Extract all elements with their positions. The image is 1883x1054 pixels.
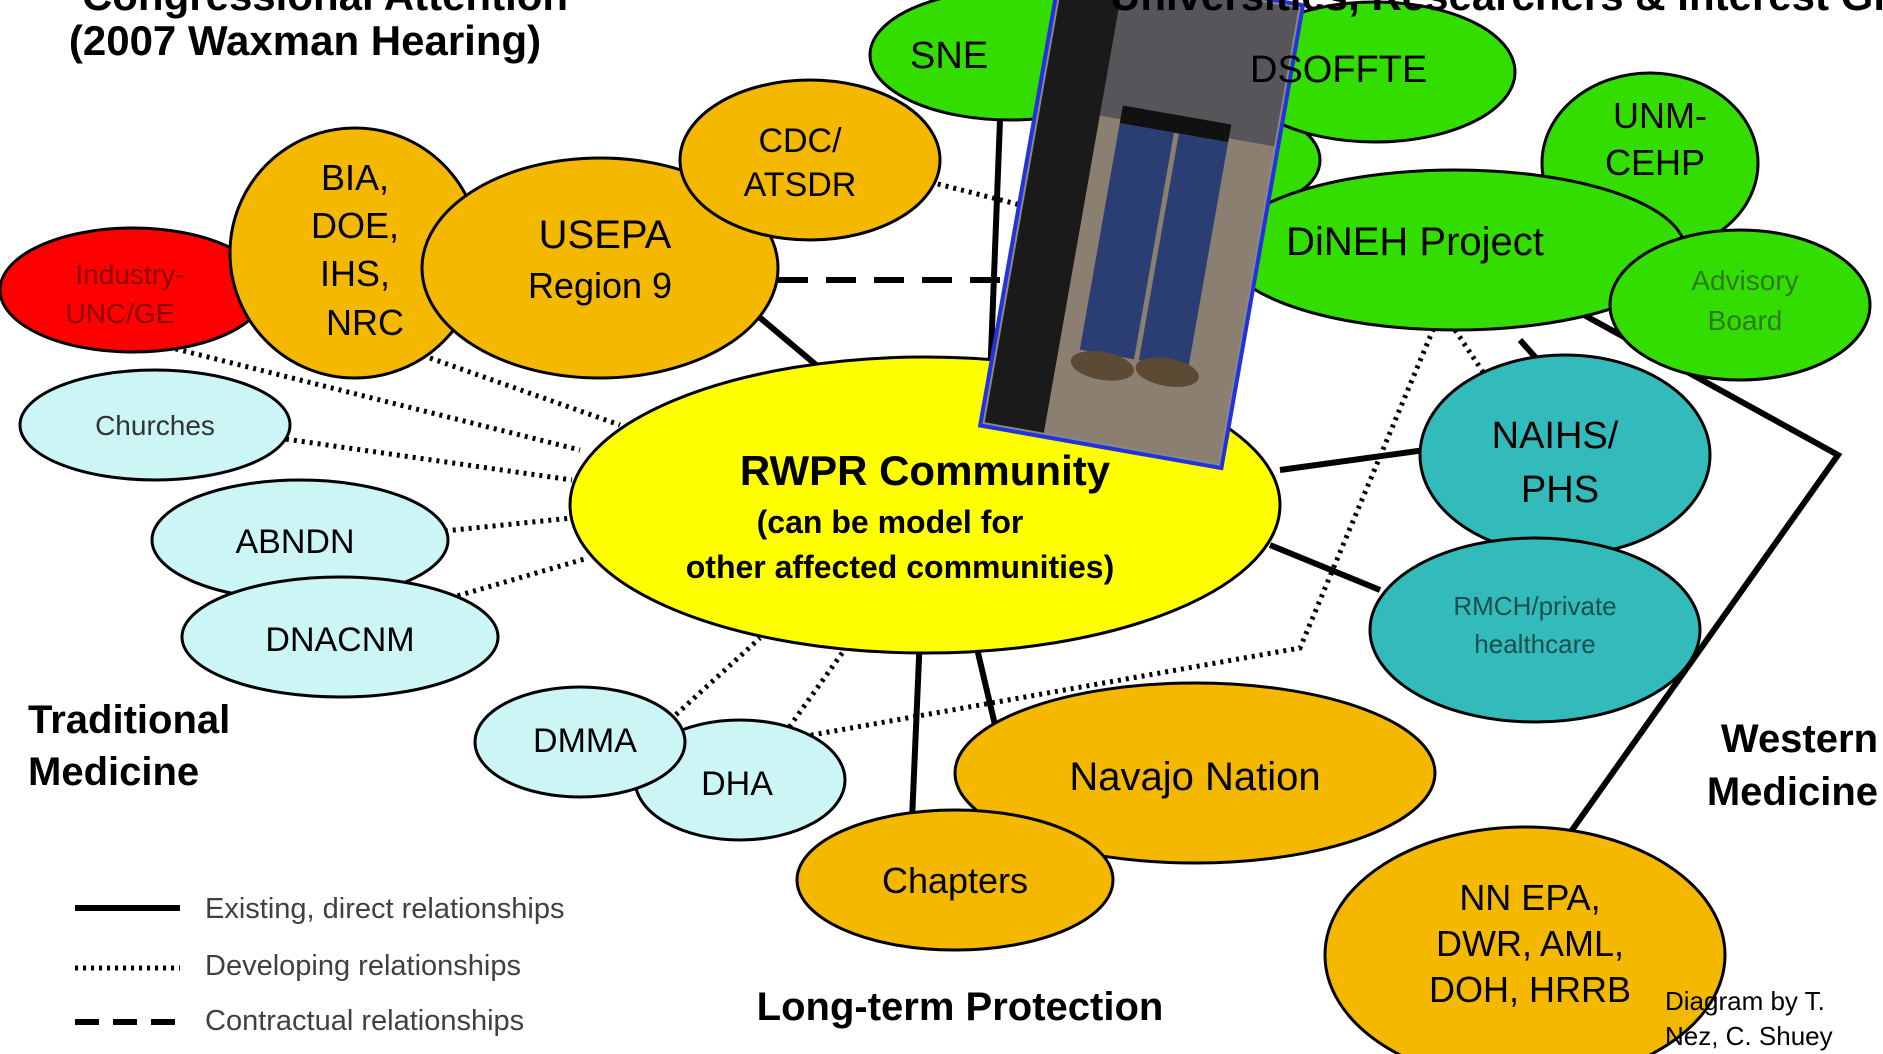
dnacnm-line1: DNACNM [265, 621, 414, 659]
sne-line1: SNE [910, 35, 988, 77]
naihs-line1: NAIHS/ [1492, 415, 1619, 457]
legend-developing: Developing relationships [205, 950, 521, 982]
nnepa-line3: DOH, HRRB [1429, 969, 1631, 1010]
churches-line1: Churches [95, 410, 215, 441]
legend-existing: Existing, direct relationships [205, 893, 564, 925]
header-left-line2: (2007 Waxman Hearing) [69, 17, 541, 64]
traditional-line1: Traditional [28, 698, 230, 742]
cdc-line1: CDC/ [758, 122, 842, 160]
naihs-line2: PHS [1521, 469, 1599, 511]
dha-line1: DHA [701, 765, 773, 803]
node-cdc [678, 78, 942, 242]
node-usepa [420, 156, 780, 380]
nnepa-line1: NN EPA, [1459, 877, 1600, 918]
bia-line2: DOE, [311, 205, 399, 246]
header-right-line1: Universities, Researchers & Interest Gro… [1110, 0, 1883, 19]
unm-line1: UNM- [1613, 95, 1707, 136]
node-churches [18, 368, 292, 482]
line-rwpr-rmch [1268, 542, 1382, 593]
line-rwpr-chapters [909, 634, 923, 821]
bia-line3: IHS, [320, 253, 390, 294]
bia-line1: BIA, [321, 157, 389, 198]
bia-line4: NRC [326, 302, 404, 343]
dmma-line1: DMMA [533, 722, 637, 760]
dotted-connections [159, 179, 1498, 742]
node-navajo [953, 681, 1437, 865]
person-photo [977, 0, 1306, 471]
node-nnepa [1323, 825, 1727, 1054]
unm-line2: CEHP [1605, 142, 1705, 183]
usepa-line1: USEPA [539, 213, 672, 257]
industry-line1: Industry- [76, 259, 185, 290]
dotted-industry-rwpr [159, 342, 581, 453]
rwpr-line2: (can be model for [757, 504, 1024, 540]
legend-contractual: Contractual relationships [205, 1005, 524, 1037]
abndn-line1: ABNDN [235, 523, 354, 561]
chapters-line1: Chapters [882, 860, 1028, 901]
dotted-dha-dineh [794, 324, 1438, 741]
usepa-line2: Region 9 [528, 265, 672, 306]
dsoffte-line1: DSOFFTE [1250, 49, 1427, 91]
legend: Existing, direct relationships Developin… [75, 893, 564, 1037]
person-photo-icon [984, 0, 1299, 464]
node-advisory [1608, 228, 1872, 382]
node-dmma [473, 685, 687, 799]
rwpr-line1: RWPR Community [740, 447, 1111, 494]
dotted-dha-rwpr [777, 640, 853, 742]
node-chapters [795, 808, 1115, 952]
credit-line2: Nez, C. Shuey [1665, 1021, 1833, 1051]
industry-line2: UNC/GE [66, 298, 175, 329]
line-rwpr-naihs [1279, 447, 1426, 473]
dotted-churches-rwpr [277, 435, 573, 483]
rmch-line2: healthcare [1474, 629, 1595, 659]
node-dnacnm [180, 575, 500, 699]
node-rmch [1368, 536, 1702, 724]
navajo-line1: Navajo Nation [1069, 755, 1320, 799]
header-left-line1: Congressional Attention [82, 0, 568, 19]
rwpr-line3: other affected communities) [686, 549, 1115, 585]
dineh-line1: DiNEH Project [1286, 220, 1544, 264]
line-sne-rwpr [987, 119, 1003, 381]
dotted-dnacnm-rwpr [449, 555, 589, 601]
longterm-label: Long-term Protection [757, 985, 1164, 1029]
dotted-dmma-rwpr [668, 636, 762, 722]
cdc-line2: ATSDR [744, 166, 857, 204]
western-line2: Medicine [1707, 770, 1878, 814]
traditional-line2: Medicine [28, 750, 199, 794]
dotted-bia-rwpr [429, 355, 621, 428]
advisory-line2: Board [1708, 305, 1783, 336]
node-industry [0, 226, 268, 354]
advisory-line1: Advisory [1691, 265, 1798, 296]
nnepa-line2: DWR, AML, [1436, 923, 1624, 964]
credit-line1: Diagram by T. [1665, 986, 1825, 1016]
western-line1: Western [1721, 717, 1878, 761]
rmch-line1: RMCH/private [1453, 591, 1616, 621]
line-rwpr-navajo [972, 639, 998, 726]
